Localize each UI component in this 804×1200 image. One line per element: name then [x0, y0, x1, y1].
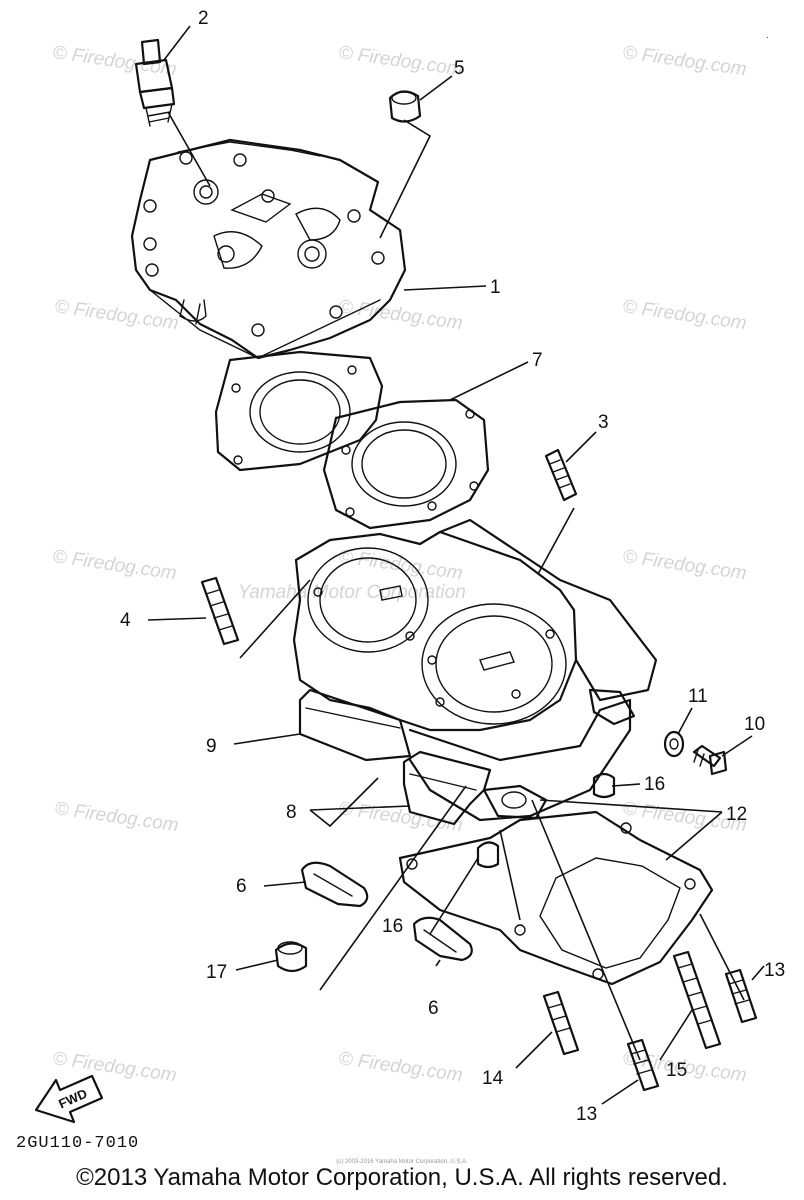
callout-8: 8 — [286, 802, 297, 823]
callout-2: 2 — [198, 8, 209, 29]
cap-nut-17 — [274, 941, 308, 973]
callout-17: 17 — [206, 962, 227, 983]
small-credit: (c) 2003-2016 Yamaha Motor Corporation, … — [336, 1159, 468, 1165]
watermark-text: © Firedog.com — [337, 42, 464, 80]
watermark-text: © Firedog.com — [621, 296, 748, 334]
head-gasket — [214, 350, 490, 530]
cylinder-block — [292, 518, 658, 822]
watermark-text: © Firedog.com — [337, 546, 464, 584]
callout-10: 10 — [744, 714, 765, 735]
callout-12: 12 — [726, 804, 747, 825]
watermark-text: © Firedog.com — [51, 546, 178, 584]
cylinder-head — [130, 138, 407, 360]
bolt-10 — [692, 744, 728, 776]
stud-bolt-14 — [542, 990, 580, 1056]
stud-bolt-3 — [544, 448, 578, 502]
callout-6-upper: 6 — [236, 876, 247, 897]
callout-11: 11 — [688, 686, 708, 707]
stud-bolt-13-lower — [626, 1038, 660, 1092]
exhaust-gasket-small-lower — [412, 916, 473, 962]
callout-15: 15 — [666, 1060, 687, 1081]
exhaust-gasket-small-upper — [300, 861, 369, 908]
corner-mark: . — [766, 30, 769, 41]
callout-5: 5 — [454, 58, 465, 79]
watermark-text: © Firedog.com — [621, 42, 748, 80]
watermark-text: © Firedog.com — [337, 798, 464, 836]
watermark-text: © Firedog.com — [337, 296, 464, 334]
callout-14: 14 — [482, 1068, 504, 1089]
cap-nut-top — [388, 90, 422, 123]
callout-9: 9 — [206, 736, 217, 757]
watermark-text: © Firedog.com — [53, 296, 180, 334]
stud-bolt-13-right — [724, 968, 758, 1024]
callout-numbers: 1 2 3 4 5 6 6 7 8 9 10 11 12 13 13 14 15… — [120, 8, 785, 1125]
stud-bolt-4 — [200, 576, 240, 646]
watermark-text: © Firedog.com — [51, 1048, 178, 1086]
center-watermark: Yamaha Motor Corporation — [238, 582, 466, 603]
diagram-code: 2GU110-7010 — [16, 1134, 140, 1153]
copyright-notice: ©2013 Yamaha Motor Corporation, U.S.A. A… — [76, 1164, 728, 1191]
callout-7: 7 — [532, 350, 543, 371]
callout-4: 4 — [120, 610, 131, 631]
leader-lines — [147, 25, 765, 1105]
washer-11 — [663, 730, 685, 758]
dowel-pin-lower — [476, 841, 500, 869]
forward-arrow-icon: FWD — [34, 1074, 104, 1124]
base-gasket — [398, 784, 714, 986]
callout-13-right: 13 — [764, 960, 785, 981]
spark-plug — [134, 38, 176, 127]
callout-16-upper: 16 — [644, 774, 665, 795]
callout-3: 3 — [598, 412, 609, 433]
callout-16-lower: 16 — [382, 916, 403, 937]
watermark-text: © Firedog.com — [621, 546, 748, 584]
callout-6-lower: 6 — [428, 998, 439, 1019]
callout-13-lower: 13 — [576, 1104, 597, 1125]
stud-bolt-15 — [672, 950, 722, 1050]
callout-1: 1 — [490, 277, 501, 298]
watermark-text: © Firedog.com — [337, 1048, 464, 1086]
dowel-pin-upper — [592, 772, 616, 799]
watermark-text: © Firedog.com — [53, 798, 180, 836]
